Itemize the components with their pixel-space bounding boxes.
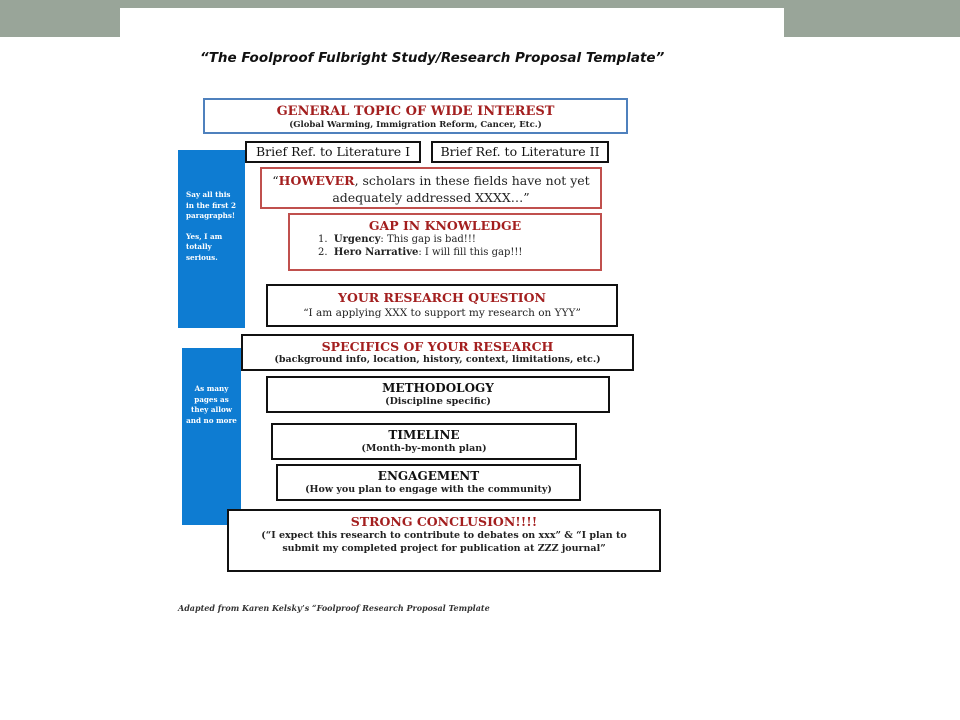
- side-note-line-1: Say all this in the first 2 paragraphs!: [186, 190, 236, 220]
- timeline-heading: TIMELINE: [388, 428, 460, 442]
- engagement-box: ENGAGEMENT (How you plan to engage with …: [276, 464, 581, 501]
- side-note-line-2: Yes, I am totally serious.: [186, 231, 223, 262]
- side-note-paragraphs: Say all this in the first 2 paragraphs! …: [178, 150, 245, 328]
- general-topic-heading: GENERAL TOPIC OF WIDE INTEREST: [276, 104, 555, 119]
- specifics-box: SPECIFICS OF YOUR RESEARCH (background i…: [241, 334, 634, 371]
- methodology-heading: METHODOLOGY: [382, 381, 494, 395]
- research-question-sub: “I am applying XXX to support my researc…: [303, 307, 581, 319]
- timeline-sub: (Month-by-month plan): [361, 443, 487, 454]
- general-topic-box: GENERAL TOPIC OF WIDE INTEREST (Global W…: [203, 98, 628, 134]
- methodology-box: METHODOLOGY (Discipline specific): [266, 376, 610, 413]
- page-title: “The Foolproof Fulbright Study/Research …: [200, 50, 665, 66]
- conclusion-box: STRONG CONCLUSION!!!! (“I expect this re…: [227, 509, 661, 572]
- general-topic-sub: (Global Warming, Immigration Reform, Can…: [289, 120, 542, 130]
- literature-ref-1: Brief Ref. to Literature I: [245, 141, 421, 163]
- gap-list-item: 1. Urgency: This gap is bad!!!: [318, 234, 476, 245]
- gap-in-knowledge-box: GAP IN KNOWLEDGE 1. Urgency: This gap is…: [288, 213, 602, 271]
- however-emphasis: HOWEVER: [278, 173, 355, 188]
- specifics-sub: (background info, location, history, con…: [274, 354, 601, 365]
- gap-list-item: 2. Hero Narrative: I will fill this gap!…: [318, 247, 523, 258]
- research-question-heading: YOUR RESEARCH QUESTION: [338, 290, 546, 305]
- however-text: , scholars in these fields have not yet …: [332, 173, 590, 205]
- specifics-heading: SPECIFICS OF YOUR RESEARCH: [321, 339, 554, 354]
- conclusion-sub: (“I expect this research to contribute t…: [261, 530, 627, 554]
- side-note-pages: As many pages as they allow and no more: [182, 348, 241, 525]
- engagement-heading: ENGAGEMENT: [377, 469, 480, 483]
- timeline-box: TIMELINE (Month-by-month plan): [271, 423, 577, 460]
- however-box: “HOWEVER, scholars in these fields have …: [260, 167, 602, 209]
- side-note-pages-text: As many pages as they allow and no more: [186, 384, 237, 425]
- engagement-sub: (How you plan to engage with the communi…: [305, 484, 552, 495]
- conclusion-heading: STRONG CONCLUSION!!!!: [350, 514, 538, 529]
- research-question-box: YOUR RESEARCH QUESTION “I am applying XX…: [266, 284, 618, 327]
- attribution-footer: Adapted from Karen Kelsky’s “Foolproof R…: [178, 603, 490, 613]
- however-open-quote: “: [272, 173, 279, 188]
- literature-ref-2: Brief Ref. to Literature II: [431, 141, 609, 163]
- gap-heading: GAP IN KNOWLEDGE: [368, 218, 522, 233]
- methodology-sub: (Discipline specific): [385, 396, 491, 407]
